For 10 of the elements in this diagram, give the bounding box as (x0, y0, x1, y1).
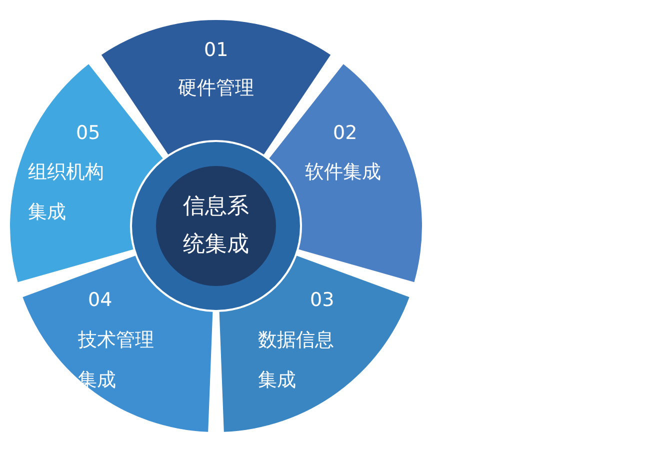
segment-number: 04 (88, 288, 112, 313)
segment-number: 03 (310, 288, 334, 313)
segment-label: 硬件管理 (177, 76, 255, 101)
segment-number: 01 (204, 38, 228, 63)
segment-label: 软件集成 (305, 160, 382, 185)
segment-label: 数据信息集成 (258, 328, 335, 393)
segment-label: 组织机构集成 (28, 160, 105, 225)
center-label: 信息系统集成 (182, 193, 250, 259)
segment-number: 02 (333, 121, 358, 146)
segment-number: 05 (76, 121, 100, 146)
